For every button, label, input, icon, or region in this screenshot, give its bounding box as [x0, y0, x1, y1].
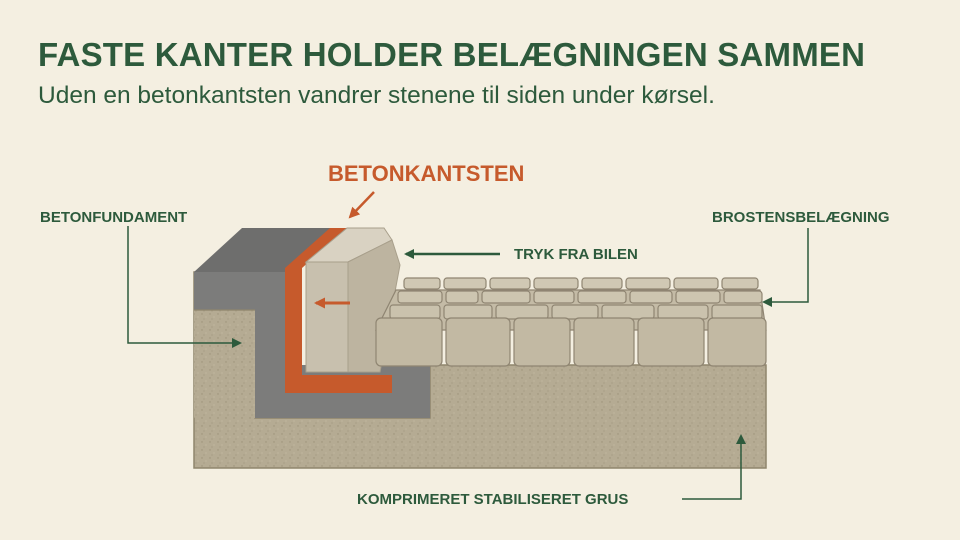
paving-stone — [625, 277, 671, 290]
curb-pointer-arrow — [348, 191, 375, 219]
paving-stone — [489, 277, 531, 290]
paving-stone — [711, 304, 763, 320]
paving-stone — [573, 317, 635, 367]
paving-stone — [403, 277, 441, 290]
paving-stone — [675, 290, 721, 304]
paving-stone — [389, 304, 441, 320]
paving-stone — [551, 304, 599, 320]
paving-stone — [707, 317, 767, 367]
paving-stone — [513, 317, 571, 367]
paving-stones — [375, 277, 767, 367]
label-gravel: KOMPRIMERET STABILISERET GRUS — [357, 491, 629, 508]
page-title: FASTE KANTER HOLDER BELÆGNINGEN SAMMEN — [38, 36, 866, 73]
paving-stone — [481, 290, 531, 304]
paving-stone — [577, 290, 627, 304]
paving-stone — [495, 304, 549, 320]
paving-stone — [375, 317, 443, 367]
foundation-leader-line — [127, 226, 242, 348]
paving-stone — [445, 317, 511, 367]
label-paving: BROSTENSBELÆGNING — [712, 209, 890, 226]
paving-stone — [657, 304, 709, 320]
paving-stone — [637, 317, 705, 367]
paving-stone — [723, 290, 763, 304]
label-foundation: BETONFUNDAMENT — [40, 209, 188, 226]
paving-stone — [443, 277, 487, 290]
paving-leader-line — [762, 228, 809, 307]
paving-stone — [721, 277, 759, 290]
paving-stone — [673, 277, 719, 290]
paving-stone — [443, 304, 493, 320]
paving-stone — [629, 290, 673, 304]
paving-stone — [533, 290, 575, 304]
paving-stone — [581, 277, 623, 290]
paving-stone — [397, 290, 443, 304]
curb-stone — [304, 227, 401, 373]
label-pressure: TRYK FRA BILEN — [514, 246, 638, 263]
paving-stone — [601, 304, 655, 320]
page-subtitle: Uden en betonkantsten vandrer stenene ti… — [38, 82, 715, 109]
paving-stone — [445, 290, 479, 304]
gravel-leader-line — [682, 434, 746, 500]
label-curb: BETONKANTSTEN — [328, 161, 525, 186]
concrete-bedding-layer — [285, 228, 392, 393]
paving-stone — [533, 277, 579, 290]
